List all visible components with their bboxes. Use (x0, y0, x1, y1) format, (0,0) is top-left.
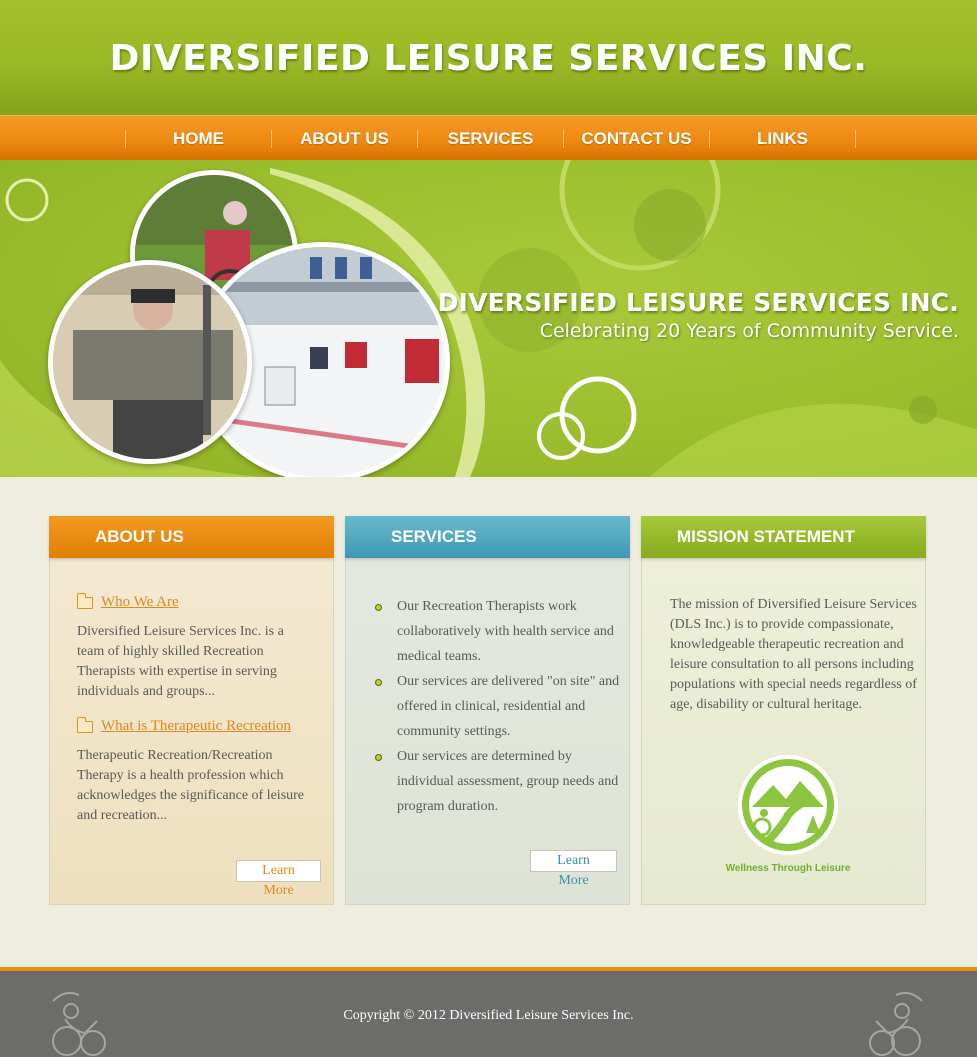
bullet-icon (375, 754, 382, 761)
services-panel: SERVICES Our Recreation Therapists work … (345, 516, 630, 905)
nav-home[interactable]: HOME (173, 129, 224, 148)
nav-links[interactable]: LINKS (757, 129, 808, 148)
about-us-heading: ABOUT US (49, 516, 334, 558)
services-list: Our Recreation Therapists work collabora… (374, 594, 620, 819)
list-item: Our services are delivered "on site" and… (374, 669, 620, 744)
nav-divider (855, 130, 856, 148)
services-heading: SERVICES (345, 516, 630, 558)
nav-divider (271, 130, 272, 148)
what-is-therapeutic-recreation-link[interactable]: What is Therapeutic Recreation (101, 718, 292, 734)
service-text: Our services are determined by individua… (397, 749, 619, 814)
photo-man-wheelchair-gym (48, 260, 252, 464)
nav-divider (709, 130, 710, 148)
therapeutic-recreation-text: Therapeutic Recreation/Recreation Therap… (77, 748, 305, 823)
banner-subtitle: Celebrating 20 Years of Community Servic… (539, 320, 959, 342)
copyright-text: Copyright © 2012 Diversified Leisure Ser… (343, 1008, 634, 1023)
nav-divider (125, 130, 126, 148)
mission-statement-panel: MISSION STATEMENT The mission of Diversi… (641, 516, 926, 905)
nav-about-us[interactable]: ABOUT US (300, 129, 389, 148)
wellness-logo: Wellness Through Leisure (726, 755, 850, 881)
mission-statement-text: The mission of Diversified Leisure Servi… (670, 597, 917, 712)
wheelchair-athlete-icon (869, 992, 923, 1056)
site-title: DIVERSIFIED LEISURE SERVICES INC. (109, 38, 868, 79)
banner-decoration (0, 160, 977, 477)
mission-statement-heading: MISSION STATEMENT (641, 516, 926, 558)
banner-title: DIVERSIFIED LEISURE SERVICES INC. (437, 288, 959, 317)
about-us-panel: ABOUT US Who We Are Diversified Leisure … (49, 516, 334, 905)
list-item: Our Recreation Therapists work collabora… (374, 594, 620, 669)
wheelchair-athlete-icon (52, 992, 106, 1056)
about-learn-more-button[interactable]: Learn More (236, 860, 321, 898)
nav-contact-us[interactable]: CONTACT US (581, 129, 692, 148)
folder-icon (76, 716, 93, 733)
service-text: Our Recreation Therapists work collabora… (397, 599, 614, 664)
service-text: Our services are delivered "on site" and… (397, 674, 620, 739)
therapeutic-recreation-link-row: What is Therapeutic Recreation (76, 716, 292, 735)
folder-icon (76, 592, 93, 609)
logo-caption: Wellness Through Leisure (725, 863, 851, 874)
who-we-are-link-row: Who We Are (76, 592, 179, 611)
main-nav: HOME ABOUT US SERVICES CONTACT US LINKS (0, 115, 977, 160)
site-header: DIVERSIFIED LEISURE SERVICES INC. (0, 0, 977, 115)
bullet-icon (375, 604, 382, 611)
who-we-are-link[interactable]: Who We Are (101, 594, 179, 610)
hero-banner: DIVERSIFIED LEISURE SERVICES INC. Celebr… (0, 160, 977, 477)
nav-services[interactable]: SERVICES (447, 129, 534, 148)
nav-divider (563, 130, 564, 148)
nav-divider (417, 130, 418, 148)
bullet-icon (375, 679, 382, 686)
list-item: Our services are determined by individua… (374, 744, 620, 819)
services-learn-more-button[interactable]: Learn More (530, 850, 617, 888)
site-footer: Copyright © 2012 Diversified Leisure Ser… (0, 967, 977, 1057)
who-we-are-text: Diversified Leisure Services Inc. is a t… (77, 624, 284, 699)
